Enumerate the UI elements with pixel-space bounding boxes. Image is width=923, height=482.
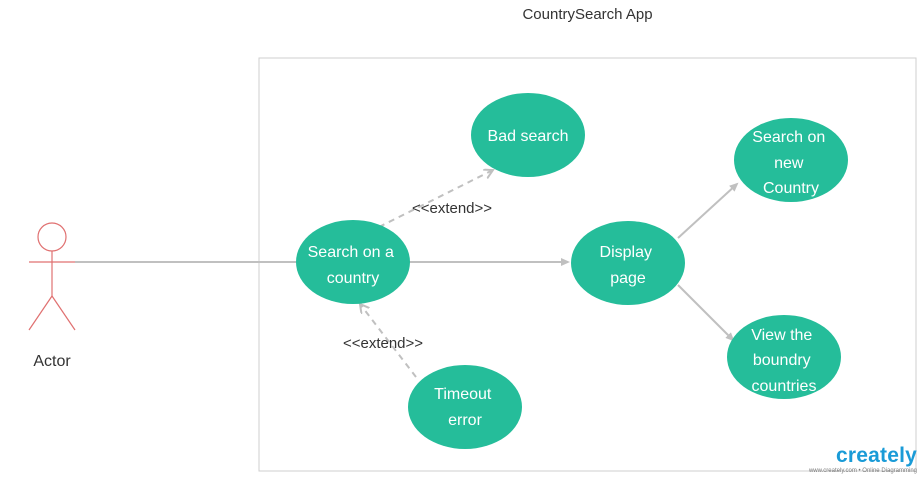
svg-text:Bad search: Bad search	[488, 128, 569, 145]
use-case-bad-search[interactable]: Bad search	[471, 93, 585, 177]
actor-label: Actor	[33, 353, 71, 370]
use-case-label: boundry	[753, 352, 811, 369]
use-case-label: country	[327, 270, 379, 287]
extend-connector-bad	[378, 170, 493, 228]
use-case-label: error	[448, 412, 482, 429]
use-case-label: countries	[752, 378, 817, 395]
svg-text:Timeout error: Timeout error	[434, 386, 496, 429]
use-case-view-boundry-countries[interactable]: View the boundry countries	[727, 315, 841, 399]
use-case-label: Display	[600, 244, 652, 261]
svg-text:Search on a country: Search on a country	[308, 244, 399, 287]
svg-text:Search on new Coun: Search on new Country	[752, 129, 829, 197]
use-case-label: Search on a	[308, 244, 394, 261]
use-case-search-country[interactable]: Search on a country	[296, 220, 410, 304]
use-case-label: Country	[763, 180, 819, 197]
creately-watermark: creately www.creately.com • Online Diagr…	[809, 445, 917, 474]
diagram-title: CountrySearch App	[522, 6, 653, 23]
use-case-label: View the	[751, 327, 812, 344]
actor-head	[37, 222, 67, 252]
actor-figure	[28, 222, 76, 331]
extend-connector-timeout	[360, 304, 417, 378]
display-new-connector	[677, 182, 739, 239]
use-case-label: page	[610, 270, 646, 287]
use-case-display-page[interactable]: Display page	[571, 221, 685, 305]
svg-text:View the boundry c: View the boundry countries	[751, 327, 817, 395]
actor-right-leg	[51, 295, 76, 331]
extend-label-top: <<extend>>	[412, 200, 492, 217]
use-case-label: Timeout	[434, 386, 492, 403]
svg-text:Display page: Display page	[600, 244, 657, 287]
actor-left-leg	[28, 295, 53, 331]
creately-tagline: www.creately.com • Online Diagramming	[808, 468, 917, 474]
use-case-label: Search on	[752, 129, 825, 146]
system-boundary	[258, 57, 917, 472]
extend-label-bottom: <<extend>>	[343, 335, 423, 352]
use-case-timeout-error[interactable]: Timeout error	[408, 365, 522, 449]
creately-logo: creately	[836, 444, 917, 467]
use-case-search-new-country[interactable]: Search on new Country	[734, 118, 848, 202]
use-case-label: Bad search	[488, 128, 569, 145]
display-boundry-connector	[677, 284, 735, 342]
use-case-label: new	[774, 155, 804, 172]
